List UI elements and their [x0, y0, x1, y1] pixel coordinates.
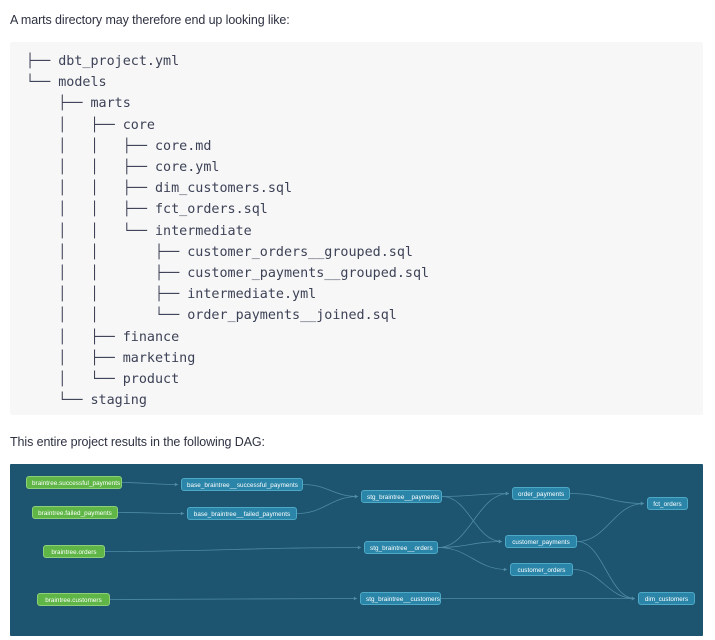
dag-edge — [302, 484, 359, 497]
dag-edge — [109, 598, 358, 600]
dag-edge — [572, 569, 636, 599]
dag-edge-arrow — [357, 545, 361, 550]
dag-node-braintree_orders[interactable]: braintree.orders — [43, 545, 105, 558]
dag-edge — [437, 541, 503, 548]
dag-node-stg_braintree__payments[interactable]: stg_braintree__payments — [361, 490, 442, 503]
dag-edge-arrow — [640, 501, 644, 506]
dag-node-stg_braintree__customers[interactable]: stg_braintree__customers — [360, 592, 441, 605]
dag-node-customer_orders[interactable]: customer_orders — [510, 563, 573, 576]
dag-edge-layer — [104, 482, 645, 601]
dag-edge-arrow — [180, 511, 184, 516]
dag-node-order_payments[interactable]: order_payments — [512, 487, 570, 500]
dag-edge — [296, 496, 359, 514]
dag-edge — [437, 493, 510, 548]
dag-edge-arrow — [354, 494, 358, 499]
dag-edge-arrow — [498, 539, 502, 544]
dag-edge — [117, 512, 185, 514]
dag-edge-arrow — [503, 567, 507, 572]
dag-edge-arrow — [353, 596, 357, 601]
dag-node-braintree_customers[interactable]: braintree.customers — [37, 593, 110, 606]
dag-node-braintree_failed_payments[interactable]: braintree.failed_payments — [32, 506, 118, 519]
intro-paragraph: A marts directory may therefore end up l… — [10, 13, 290, 27]
dag-edge — [576, 503, 645, 542]
dag-edge — [437, 547, 508, 570]
dag-node-dim_customers[interactable]: dim_customers — [638, 592, 695, 605]
dag-node-stg_braintree__orders[interactable]: stg_braintree__orders — [364, 541, 438, 554]
dag-edge — [441, 493, 510, 497]
dag-diagram: braintree.successful_payments braintree.f… — [10, 464, 703, 636]
dag-edge — [121, 482, 179, 485]
dag-edge — [576, 541, 636, 599]
dag-edge — [441, 496, 503, 542]
directory-tree-code-block: ├── dbt_project.yml └── models ├── marts… — [10, 42, 703, 415]
dag-edge — [569, 493, 645, 504]
dag-edge — [104, 547, 362, 552]
dag-node-fct_orders[interactable]: fct_orders — [647, 497, 688, 510]
dag-edge-arrow — [174, 482, 178, 487]
dag-node-customer_payments[interactable]: customer_payments — [505, 535, 577, 548]
dag-node-braintree_successful_payments[interactable]: braintree.successful_payments — [26, 476, 122, 489]
dag-edge-arrow — [631, 596, 635, 601]
dag-paragraph: This entire project results in the follo… — [10, 435, 265, 449]
dag-edge-arrow — [505, 491, 509, 496]
dag-node-base_braintree__successful_payments[interactable]: base_braintree__successful_payments — [181, 478, 303, 491]
dag-node-base_braintree__failed_payments[interactable]: base_braintree__failed_payments — [187, 507, 297, 520]
directory-tree-text: ├── dbt_project.yml └── models ├── marts… — [26, 54, 430, 409]
